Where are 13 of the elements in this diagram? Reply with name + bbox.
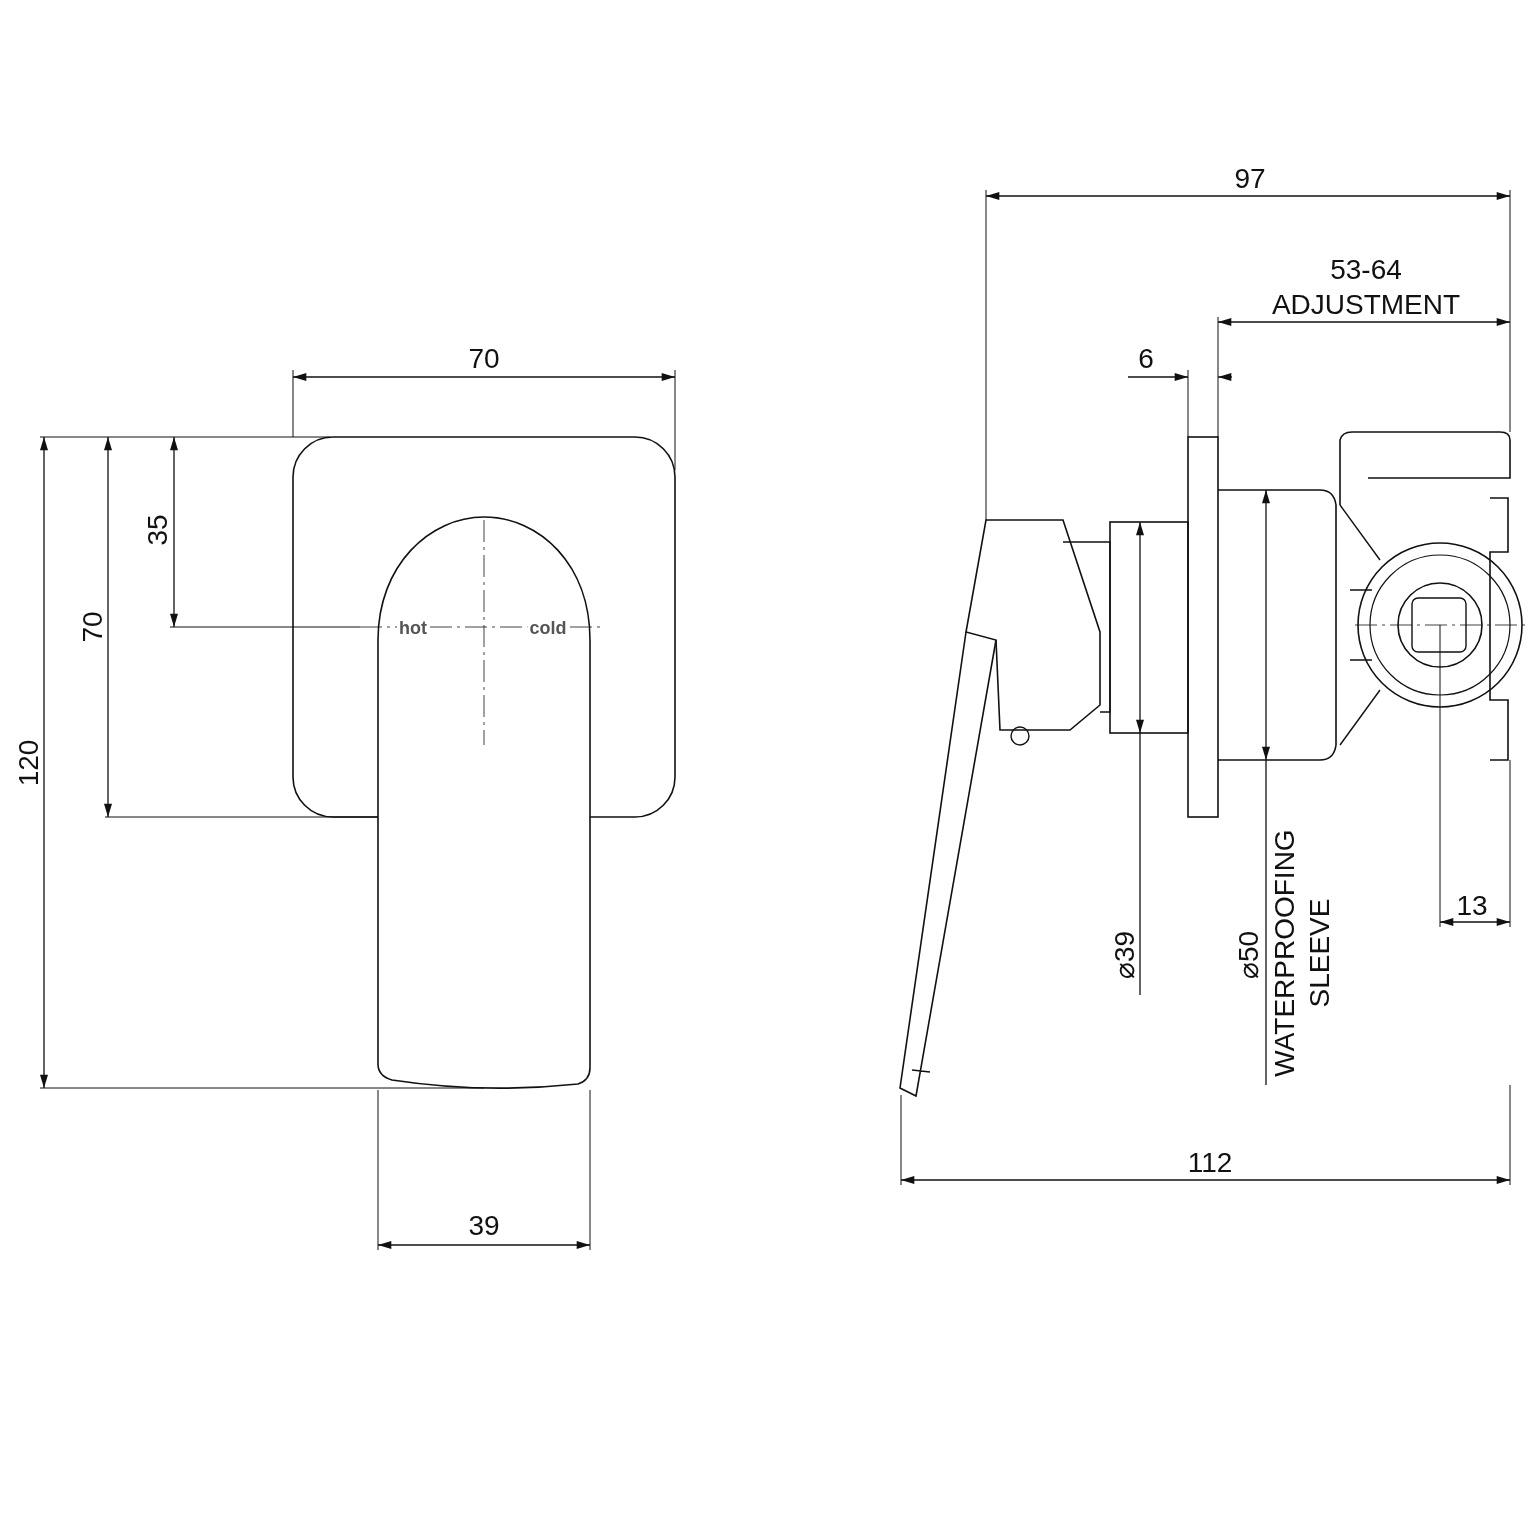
dimension-label: 39 (468, 1208, 500, 1243)
dimension-label: 6 (1138, 341, 1154, 376)
dimension-label: 120 (11, 739, 45, 787)
dimension-label: 13 (1456, 888, 1488, 923)
dimension-label: 53-64 ADJUSTMENT (1270, 253, 1462, 322)
dimension-label: 112 (1187, 1145, 1233, 1180)
dimension-label: 70 (468, 341, 500, 376)
dimension-label: ⌀50 (1231, 930, 1265, 980)
dimension-label: ⌀39 (1107, 930, 1141, 980)
dimension-label: 97 (1234, 161, 1266, 196)
dimension-label: WATERPROOFING SLEEVE (1268, 828, 1336, 1079)
dimension-label: 70 (75, 611, 109, 643)
dimension-label: 35 (140, 514, 174, 546)
